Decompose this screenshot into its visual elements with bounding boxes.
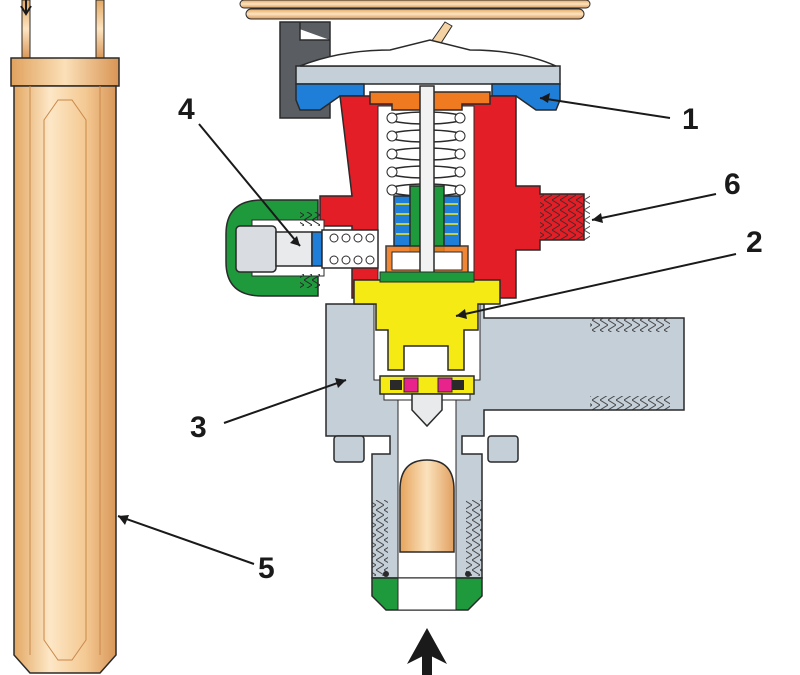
callout-5: 5	[258, 552, 275, 585]
bulb-facet-line	[43, 99, 87, 661]
arrow-up-icon	[407, 628, 447, 675]
seat-gasket-right	[437, 377, 453, 393]
bolt-head-left	[333, 435, 365, 463]
valve-needle	[411, 393, 443, 428]
callout-4: 4	[178, 93, 195, 126]
diaphragm-seal	[295, 83, 365, 111]
callout-1: 1	[682, 103, 699, 136]
body-outlet-thread	[590, 318, 670, 332]
orifice-seat	[353, 279, 501, 371]
inlet-strainer	[399, 459, 455, 553]
arrow-down-icon	[20, 0, 32, 16]
callout-6: 6	[724, 168, 741, 201]
sensing-bulb	[10, 0, 120, 674]
bolt-head-right	[487, 435, 519, 463]
callout-2: 2	[746, 226, 763, 259]
callout-3: 3	[190, 411, 207, 444]
bulb-cap	[10, 57, 120, 87]
outlet-thread	[540, 194, 590, 240]
adjusting-screw	[275, 231, 313, 267]
inlet-thread-left	[372, 500, 388, 576]
seat-gasket-left	[403, 377, 419, 393]
leader-lines	[117, 93, 737, 565]
capillary-tube-right	[95, 0, 105, 59]
bulb-body	[13, 85, 117, 674]
inlet-thread-right	[466, 500, 482, 576]
diaphragm-cover	[295, 65, 561, 85]
adjusting-assembly	[225, 199, 379, 297]
adjusting-seal	[311, 231, 323, 267]
diaphragm-arch	[299, 39, 557, 67]
